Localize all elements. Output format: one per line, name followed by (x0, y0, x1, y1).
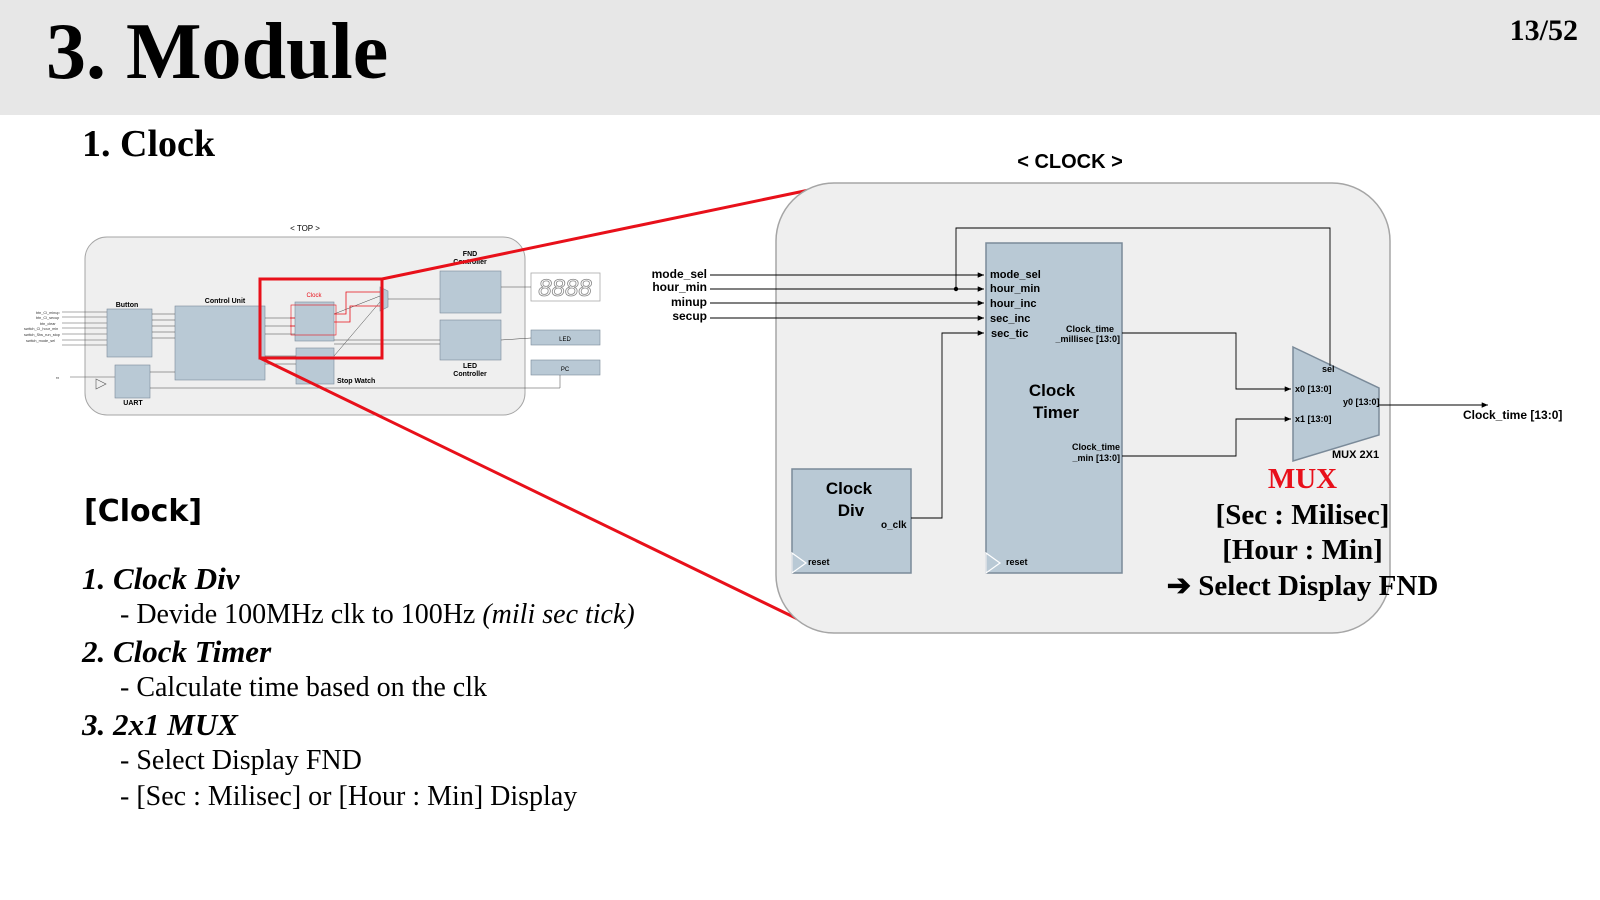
timer-port-sec-tic: sec_tic (991, 328, 1028, 340)
mux-note: MUX [Sec : Milisec] [Hour : Min] ➔ Selec… (1165, 462, 1440, 604)
timer-port-hour-inc: hour_inc (990, 298, 1036, 310)
svg-text:btn_Cl_secup: btn_Cl_secup (36, 316, 59, 320)
desc-clock-div-title: 1. Clock Div (82, 561, 240, 596)
top-clock-block (294, 301, 335, 342)
clock-timer-block (985, 242, 1123, 574)
top-clock-highlight-box (258, 277, 384, 360)
mux-note-line-1: [Sec : Milisec] (1215, 498, 1390, 531)
timer-out-min: Clock_time_min [13:0] (1071, 442, 1120, 463)
mux-x1-label: x1 [13:0] (1295, 414, 1332, 424)
top-pc-label: PC (561, 367, 570, 373)
page-number: 13/52 (1509, 14, 1578, 47)
top-button-label: Button (116, 302, 139, 309)
timer-clock-triangle (985, 551, 1002, 575)
clock-mux-shape (1292, 345, 1380, 463)
clock-diagram: < CLOCK > mode_sel hour_min minup secup … (652, 151, 1562, 634)
input-secup: secup (672, 309, 707, 323)
title-bar: 3. Module 13/52 (0, 0, 1600, 115)
description-list: 1. Clock Div - Devide 100MHz clk to 100H… (82, 560, 722, 815)
mux-note-line-2: [Hour : Min] (1222, 534, 1383, 566)
svg-text:switch_mode_sel: switch_mode_sel (26, 339, 55, 343)
top-uart-label: UART (123, 400, 143, 407)
input-minup: minup (671, 295, 707, 309)
top-uart-block (114, 364, 151, 399)
timer-port-hour-min: hour_min (990, 283, 1040, 295)
timer-reset-label: reset (1006, 557, 1028, 567)
top-input-pins (62, 311, 115, 378)
desc-mux-detail-1: - Select Display FND (120, 745, 362, 776)
section-title: 1. Clock (82, 123, 215, 165)
top-uart-buffer (95, 378, 107, 390)
top-fnd-digits: 8888 (538, 275, 592, 302)
desc-mux-detail-2: - [Sec : Milisec] or [Hour : Min] Displa… (120, 781, 578, 812)
svg-text:rx: rx (56, 376, 59, 380)
timer-out-millisec: Clock_time_millisec [13:0] (1054, 324, 1120, 344)
timer-port-sec-inc: sec_inc (990, 313, 1030, 325)
desc-clock-div-detail: - Devide 100MHz clk to 100Hz (mili sec t… (82, 597, 722, 633)
mux-sel-label: sel (1322, 364, 1335, 374)
mux-y0-label: y0 [13:0] (1343, 397, 1380, 407)
top-fnd-controller-block (439, 270, 502, 314)
div-clock-triangle (791, 551, 808, 575)
top-stopwatch-label: Stop Watch (337, 378, 375, 385)
svg-text:switch_Stw_run_stop: switch_Stw_run_stop (24, 333, 60, 337)
clock-output-label: Clock_time [13:0] (1463, 408, 1562, 422)
clock-div-out-label: o_clk (881, 520, 907, 531)
input-mode-sel: mode_sel (652, 267, 707, 281)
input-hour-min: hour_min (652, 280, 707, 294)
desc-clock-timer-title: 2. Clock Timer (82, 634, 272, 669)
top-led-box (530, 329, 601, 346)
top-clock-red-wires (290, 291, 380, 336)
svg-text:btn_clear: btn_clear (40, 322, 56, 326)
zoom-highlight (258, 182, 839, 626)
mux-note-arrow-line: ➔ Select Display FND (1166, 569, 1439, 602)
clock-wires (710, 227, 1488, 519)
div-reset-label: reset (808, 557, 830, 567)
clock-diagram-title: < CLOCK > (1017, 151, 1123, 173)
wire-junction (953, 286, 959, 292)
zoom-line-top (381, 182, 839, 281)
top-fnd-display (530, 272, 601, 302)
top-control-unit-label: Control Unit (205, 298, 246, 305)
mux-note-title: MUX (1267, 463, 1338, 495)
clock-block-heading: [Clock] (84, 494, 203, 529)
desc-clock-div-note: (mili sec tick) (482, 599, 635, 630)
top-clock-label: Clock (306, 293, 322, 299)
top-led-controller-block (439, 319, 502, 361)
timer-port-mode-sel: mode_sel (990, 269, 1041, 281)
desc-clock-timer-detail: - Calculate time based on the clk (120, 672, 487, 703)
top-control-unit-block (174, 305, 266, 381)
clock-div-block (791, 468, 912, 574)
svg-text:switch_Cl_hour_min: switch_Cl_hour_min (24, 327, 58, 331)
top-button-block (106, 308, 153, 358)
desc-mux-title: 3. 2x1 MUX (82, 707, 238, 742)
top-led-label: LED (559, 337, 571, 343)
clock-timer-in-ports: mode_sel hour_min hour_inc sec_inc sec_t… (990, 269, 1041, 340)
mux-name-label: MUX 2X1 (1332, 449, 1379, 461)
top-title: < TOP > (290, 224, 320, 233)
mux-x0-label: x0 [13:0] (1295, 384, 1332, 394)
svg-text:btn_Cl_minup: btn_Cl_minup (36, 311, 59, 315)
desc-clock-div-detail-text: - Devide 100MHz clk to 100Hz (120, 599, 476, 630)
top-pc-box (530, 359, 601, 376)
slide-title: 3. Module (46, 8, 389, 96)
clock-inputs: mode_sel hour_min minup secup (652, 267, 707, 323)
zoom-line-bottom (259, 356, 809, 626)
